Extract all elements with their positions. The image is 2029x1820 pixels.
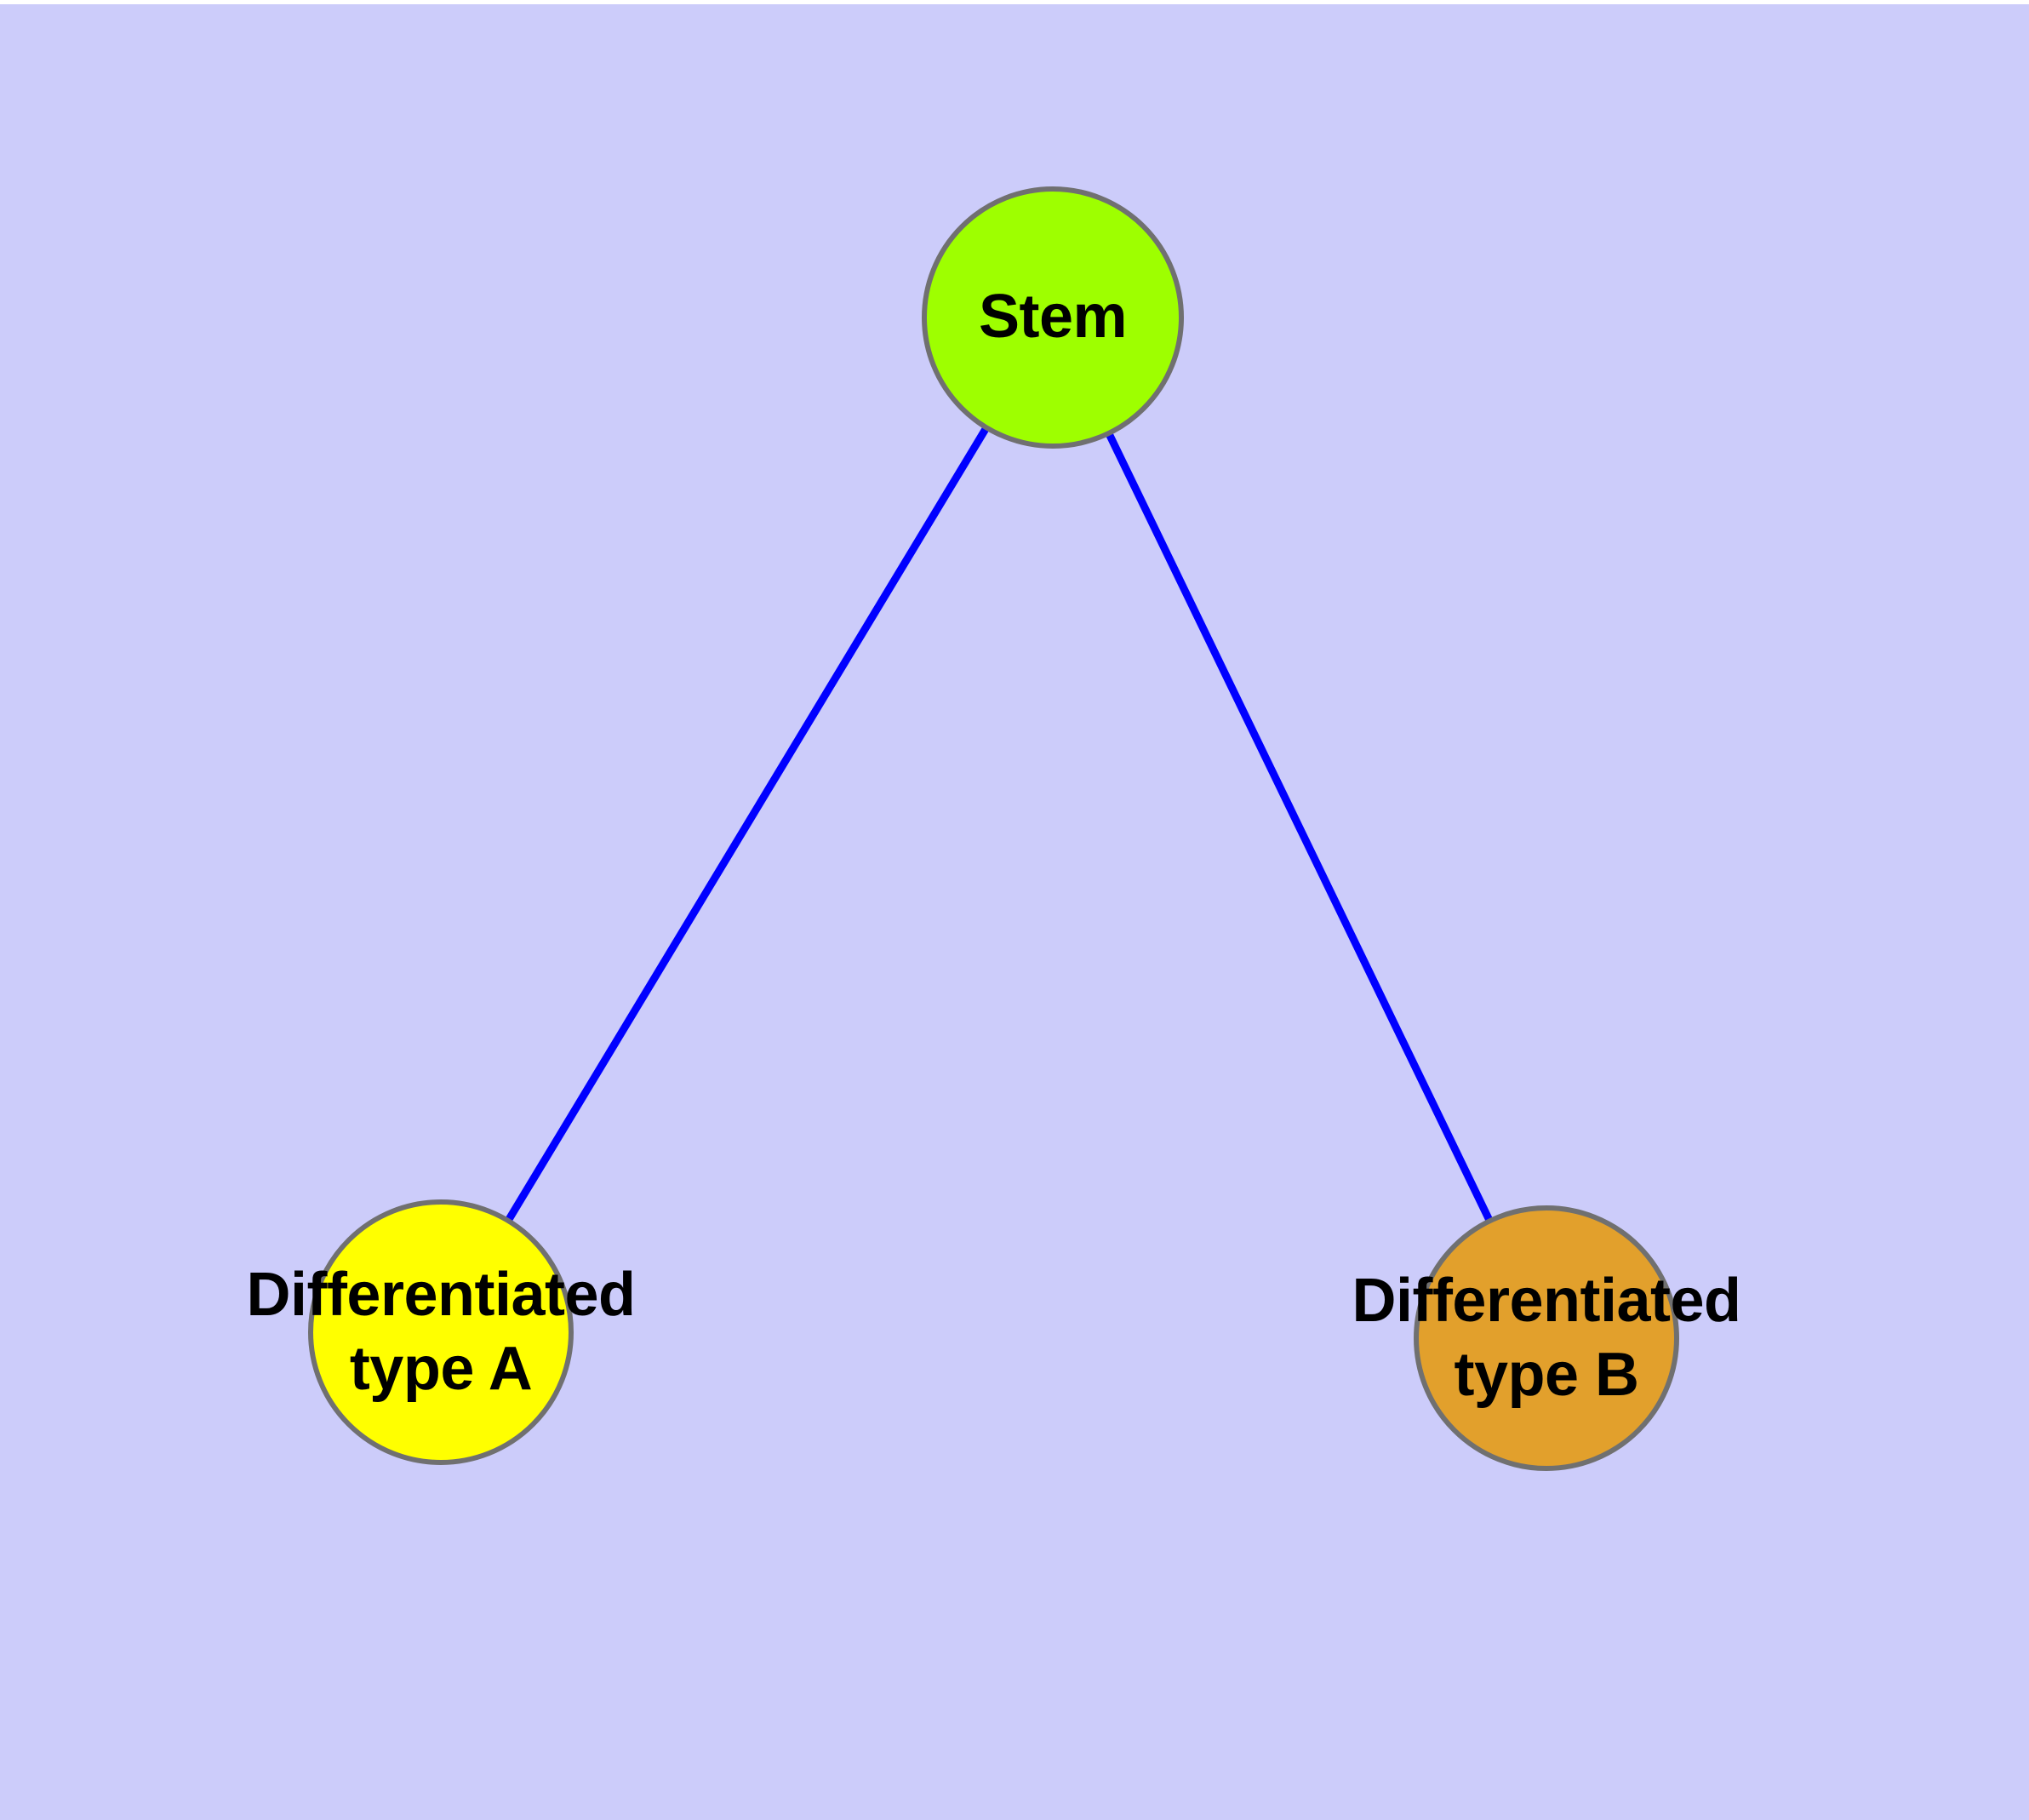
node-differentiated-type-a[interactable] [308, 1199, 574, 1465]
node-stem[interactable] [922, 186, 1184, 449]
node-differentiated-type-b[interactable] [1414, 1205, 1679, 1471]
node-layer [308, 186, 1679, 1471]
edge-layer [437, 315, 1551, 1340]
edge-stem-to-differentiated-type-a[interactable] [437, 315, 1056, 1335]
edge-stem-to-differentiated-type-b[interactable] [1049, 316, 1551, 1340]
